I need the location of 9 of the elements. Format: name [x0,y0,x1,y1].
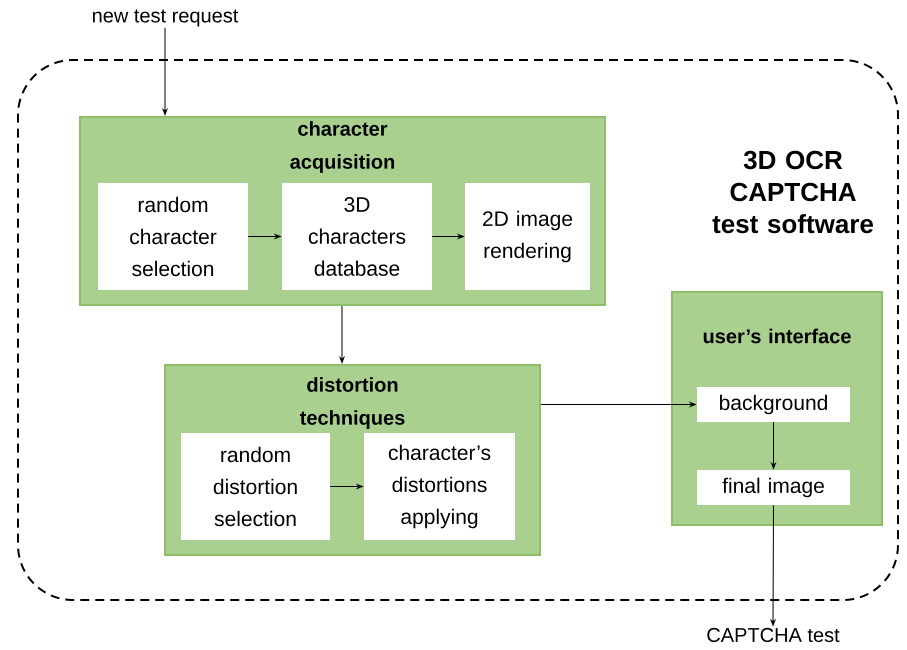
process-box: 3D characters database [282,183,432,290]
process-box: random character selection [98,183,248,290]
process-box: background [697,387,850,422]
process-box: character’s distortions applying [364,433,515,540]
process-box: random distortion selection [181,433,330,540]
process-box: final image [697,470,850,505]
bare-text: new test request [92,9,238,27]
bare-text: CAPTCHA test [707,628,840,642]
process-box: 2D image rendering [465,183,590,290]
